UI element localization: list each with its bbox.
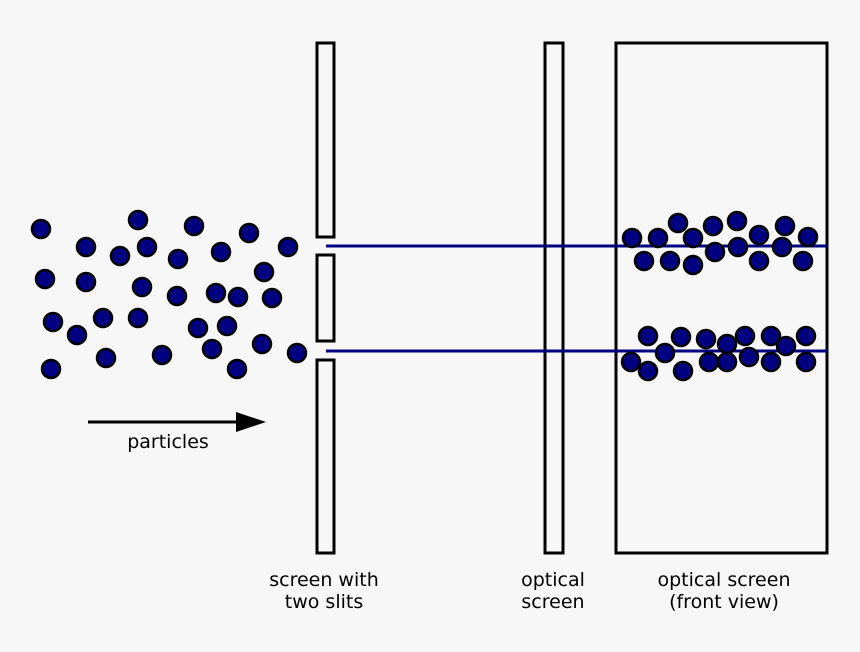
detected-particle-upper-10 [633,250,655,272]
incoming-particle-23 [187,317,209,339]
detected-particle-lower-9 [620,351,642,373]
detected-particle-upper-9 [797,226,819,248]
detected-particle-lower-7 [775,335,797,357]
incoming-particle-7 [109,245,131,267]
detected-particle-lower-14 [716,351,738,373]
detected-particle-upper-12 [682,254,704,276]
incoming-particle-29 [95,347,117,369]
incoming-particle-12 [75,271,97,293]
incoming-particle-13 [131,276,153,298]
detected-particle-upper-11 [659,250,681,272]
detected-particle-lower-17 [795,351,817,373]
optical-screen-front-view [614,41,829,555]
incoming-particle-18 [261,287,283,309]
detected-particle-upper-3 [667,212,689,234]
detected-particle-lower-4 [716,333,738,355]
incoming-particle-3 [127,209,149,231]
detected-particle-lower-1 [637,325,659,347]
incoming-particle-4 [183,215,205,237]
incoming-particle-9 [167,248,189,270]
slit-screen-top-segment [315,41,336,239]
detected-particle-lower-15 [738,346,760,368]
incoming-particle-1 [30,218,52,240]
incoming-particle-30 [226,358,248,380]
detected-particle-upper-7 [748,224,770,246]
incoming-particle-25 [251,333,273,355]
incoming-particle-8 [136,236,158,258]
incoming-particle-21 [92,307,114,329]
detected-particle-upper-15 [748,250,770,272]
slit-screen-bottom-segment [315,358,336,555]
incoming-particle-15 [166,285,188,307]
incoming-particle-27 [286,342,308,364]
incoming-particle-11 [34,268,56,290]
detected-particle-lower-3 [695,328,717,350]
detected-particle-upper-2 [647,227,669,249]
incoming-particle-10 [210,241,232,263]
incoming-particle-19 [42,311,64,333]
incoming-particle-22 [127,307,149,329]
detected-particle-upper-16 [771,236,793,258]
optical-screen-label: optical screen [521,569,585,613]
optical-screen-side [543,41,565,555]
incoming-particle-14 [253,261,275,283]
detected-particle-lower-16 [760,351,782,373]
slit-screen-middle-segment [315,253,336,343]
detected-particle-upper-13 [704,241,726,263]
detected-particle-upper-4 [682,227,704,249]
detected-particle-lower-10 [637,360,659,382]
detected-particle-upper-14 [727,236,749,258]
detected-particle-lower-5 [734,325,756,347]
incoming-particle-31 [40,358,62,380]
front-view-label: optical screen (front view) [657,569,791,613]
detected-particle-upper-1 [621,227,643,249]
detected-particle-lower-2 [670,326,692,348]
detected-particle-lower-11 [654,342,676,364]
slit-screen-label: screen with two slits [269,569,379,613]
detected-particle-upper-17 [792,250,814,272]
detected-particle-lower-12 [672,360,694,382]
detected-particles-group [620,210,819,382]
incoming-particles-group [30,209,308,380]
incoming-particle-28 [151,344,173,366]
incoming-particle-16 [205,282,227,304]
detected-particle-lower-6 [760,325,782,347]
incoming-particle-20 [66,324,88,346]
detected-particle-lower-8 [795,325,817,347]
incoming-particle-24 [216,315,238,337]
detected-particle-lower-13 [698,351,720,373]
particles-direction-arrow-head [236,412,266,432]
detected-particle-upper-6 [726,210,748,232]
detected-particle-upper-8 [774,215,796,237]
incoming-particle-5 [238,222,260,244]
incoming-particle-6 [277,236,299,258]
detected-particle-upper-5 [702,215,724,237]
particles-label: particles [127,431,209,453]
incoming-particle-2 [75,236,97,258]
incoming-particle-17 [227,286,249,308]
incoming-particle-26 [201,338,223,360]
